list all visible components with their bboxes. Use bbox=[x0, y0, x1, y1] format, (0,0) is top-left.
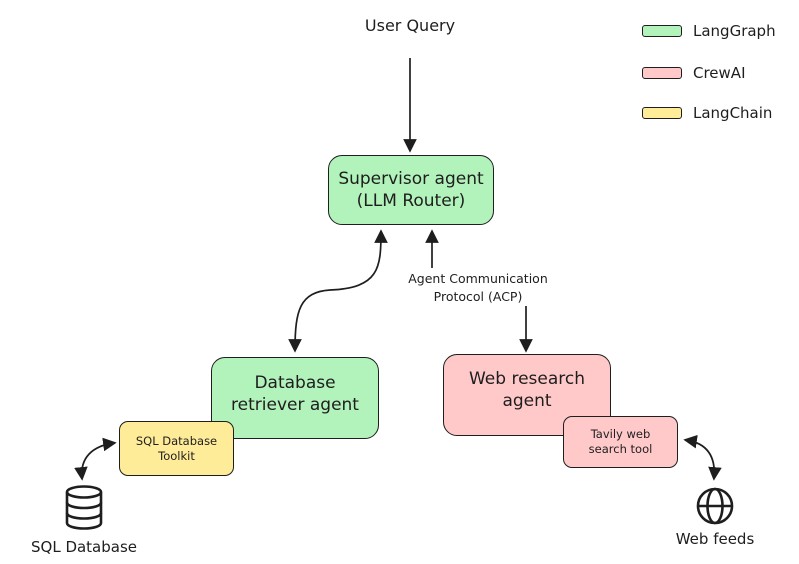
legend-label-langchain: LangChain bbox=[693, 104, 773, 122]
tavily-line2: search tool bbox=[588, 442, 653, 456]
globe-icon bbox=[696, 487, 734, 525]
arrow-toolkit-db bbox=[74, 437, 117, 481]
acp-line2: Protocol (ACP) bbox=[433, 289, 523, 304]
database-icon bbox=[65, 485, 103, 530]
legend-swatch-langchain bbox=[642, 107, 682, 119]
legend-swatch-crewai bbox=[642, 67, 682, 79]
supervisor-line1: Supervisor agent bbox=[338, 169, 484, 189]
acp-line1: Agent Communication bbox=[408, 271, 548, 286]
toolkit-line1: SQL Database bbox=[135, 433, 218, 448]
web-feeds-label: Web feeds bbox=[675, 530, 755, 548]
legend-label-langgraph: LangGraph bbox=[693, 22, 776, 40]
arrow-tavily-web bbox=[683, 434, 722, 481]
db-agent-line1: Database bbox=[254, 373, 336, 393]
db-agent-line2: retriever agent bbox=[231, 395, 359, 415]
database-agent-node: Database retriever agent bbox=[211, 357, 379, 439]
legend-label-crewai: CrewAI bbox=[693, 64, 746, 82]
legend-swatch-langgraph bbox=[642, 25, 682, 37]
sql-toolkit-node: SQL Database Toolkit bbox=[119, 421, 234, 476]
sql-database-label: SQL Database bbox=[30, 538, 138, 556]
supervisor-line2: (LLM Router) bbox=[356, 191, 466, 211]
web-agent-line1: Web research bbox=[468, 369, 585, 389]
tavily-line1: Tavily web bbox=[590, 427, 651, 441]
arrow-supervisor-db-agent bbox=[288, 229, 388, 353]
toolkit-line2: Toolkit bbox=[158, 448, 195, 463]
supervisor-agent-node: Supervisor agent (LLM Router) bbox=[328, 155, 494, 225]
tavily-tool-node: Tavily web search tool bbox=[563, 416, 678, 468]
acp-label: Agent Communication Protocol (ACP) bbox=[398, 270, 558, 306]
web-agent-line2: agent bbox=[502, 391, 552, 411]
user-query-label: User Query bbox=[364, 16, 456, 35]
